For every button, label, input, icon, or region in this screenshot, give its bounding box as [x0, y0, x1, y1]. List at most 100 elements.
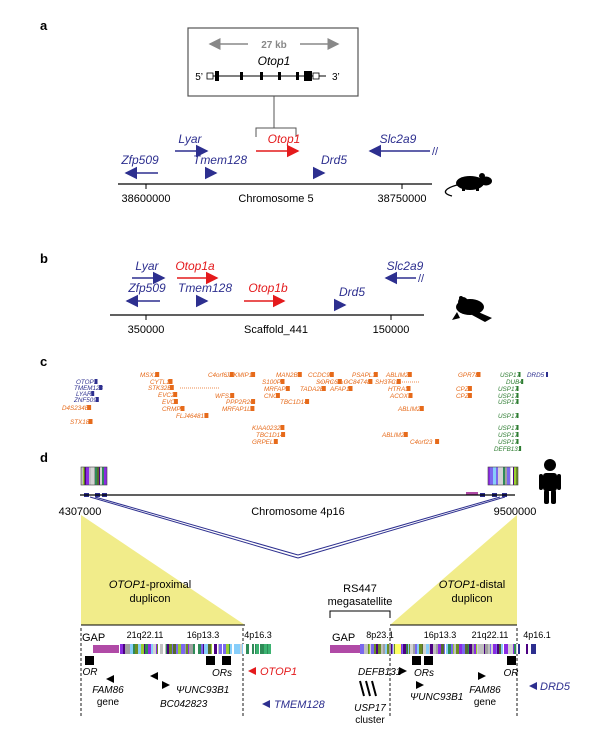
panel-label-a: a — [40, 18, 48, 33]
c-gene-green-mark — [518, 372, 521, 377]
left-duplicon-stripe — [123, 644, 125, 654]
c-gene-orange-mark — [396, 379, 401, 384]
right-duplicon-stripe — [454, 644, 456, 654]
c-gene-orange-label: TBC1D14 — [256, 432, 284, 439]
right-duplicon-stripe — [448, 644, 451, 654]
c-gene-orange-label: C4orf6 — [208, 372, 227, 379]
b-gene-label-zfp509: Zfp509 — [127, 281, 166, 295]
c-gene-orange-mark — [229, 372, 234, 377]
left-duplicon-stripe — [208, 644, 211, 654]
right-duplicon-stripe — [392, 644, 393, 654]
left-duplicon-stripe — [181, 644, 182, 654]
usp17-cluster-marks — [359, 680, 377, 697]
left-duplicon-stripe — [145, 644, 148, 654]
c-gene-orange-mark — [168, 379, 173, 384]
human-icon — [539, 459, 561, 504]
proximal-duplicon-bar — [93, 644, 271, 654]
c-gene-green-label: USP17 — [500, 372, 520, 379]
c-gene-orange-mark — [321, 386, 326, 391]
c-gene-orange-label: STK32B — [148, 385, 171, 392]
chr4-segment — [104, 467, 107, 485]
chr4-segment — [83, 467, 84, 485]
c-gene-orange-mark — [155, 372, 160, 377]
d-tmem128-label: TMEM128 — [274, 699, 326, 711]
defb131-label: DEFB131 — [358, 667, 401, 678]
left-duplicon-stripe — [218, 644, 219, 654]
left-duplicon-stripe — [153, 644, 155, 654]
right-duplicon-stripe — [469, 644, 472, 654]
three-prime-label: 3’ — [332, 72, 340, 83]
c-gene-orange-label: FLJ46481 — [176, 413, 204, 420]
left-duplicon-stripe — [176, 644, 178, 654]
c-gene-orange-label: AFAP1 — [329, 386, 349, 393]
right-4p161-stripe — [533, 644, 536, 654]
c-gene-green-mark — [521, 379, 524, 384]
d-drd5-label: DRD5 — [540, 681, 571, 693]
chr4-segment — [86, 467, 89, 485]
c-gene-green-mark — [516, 399, 519, 404]
c-gene-orange-label: PSAPL1 — [352, 372, 376, 379]
chr4-segment — [514, 467, 516, 485]
c-gene-orange-label: JAKMIP1 — [225, 372, 252, 379]
right-duplicon-stripe — [391, 644, 392, 654]
right-yellow-segment — [395, 644, 401, 654]
c-gene-blue-label: LYAR — [76, 391, 92, 398]
right-duplicon-stripe — [465, 644, 468, 654]
left-4p163-stripe — [246, 644, 249, 654]
exon-structure — [206, 71, 326, 81]
c-gene-orange-label: SORCS2 — [316, 379, 342, 386]
gene-label-lyar: Lyar — [178, 132, 202, 146]
left-4p163-stripe — [255, 644, 256, 654]
right-duplicon-stripe — [472, 644, 474, 654]
chr4-segment — [513, 467, 514, 485]
chr4-segment — [91, 467, 94, 485]
right-gap-label: GAP — [332, 632, 355, 644]
c-gene-orange-mark — [285, 386, 290, 391]
right-4p161-stripe — [517, 644, 518, 654]
left-duplicon-stripe — [223, 644, 226, 654]
left-duplicon-stripe — [186, 644, 188, 654]
right-band-4p161: 4p16.1 — [523, 630, 551, 640]
left-ors-block-1 — [206, 656, 215, 665]
axis-scaffold-right: 150000 — [373, 324, 410, 336]
c-drd5-mark — [546, 372, 548, 377]
right-duplicon-stripe — [477, 644, 478, 654]
left-duplicon-stripe — [190, 644, 193, 654]
left-gene-label: gene — [97, 697, 120, 708]
c-gene-orange-label: MAN2B2 — [276, 372, 302, 379]
d-otop1-label: OTOP1 — [260, 666, 297, 678]
right-duplicon-stripe — [514, 644, 516, 654]
left-duplicon-stripe — [166, 644, 167, 654]
chr4-segment — [516, 467, 518, 485]
left-duplicon-stripe — [135, 644, 138, 654]
axis-scaffold-left: 350000 — [128, 324, 165, 336]
c-gene-orange-label: TADA2B — [300, 386, 324, 393]
chr4-segment — [99, 467, 100, 485]
left-duplicon-stripe — [148, 644, 151, 654]
left-duplicon-stripe — [222, 644, 223, 654]
left-4p163-stripe — [243, 644, 246, 654]
left-duplicon-stripe — [230, 644, 232, 654]
left-duplicon-stripe — [206, 644, 208, 654]
left-duplicon-stripe — [217, 644, 218, 654]
c-gene-blue-mark — [94, 379, 98, 384]
left-band-21q: 21q22.11 — [127, 630, 164, 640]
c-gene-green-mark — [516, 393, 519, 398]
axis-chr5-right: 38750000 — [378, 193, 427, 205]
right-ors-block-2 — [424, 656, 433, 665]
proximal-duplicon-triangle — [81, 515, 245, 625]
chr4-segment — [102, 467, 104, 485]
left-duplicon-stripe — [212, 644, 214, 654]
c-gene-orange-label: TBC1D14 — [280, 399, 308, 406]
right-duplicon-stripe — [383, 644, 385, 654]
left-duplicon-stripe — [165, 644, 166, 654]
c-gene-orange-label: ABLIM2 — [381, 432, 405, 439]
right-duplicon-stripe — [409, 644, 410, 654]
left-duplicon-stripe — [138, 644, 141, 654]
left-duplicon-stripe — [155, 644, 156, 654]
gene-label-slc2a9: Slc2a9 — [380, 132, 417, 146]
c-gene-orange-label: CPZ — [456, 393, 470, 400]
c-gene-green-label: DUB4 — [506, 379, 523, 386]
left-duplicon-stripe — [214, 644, 217, 654]
